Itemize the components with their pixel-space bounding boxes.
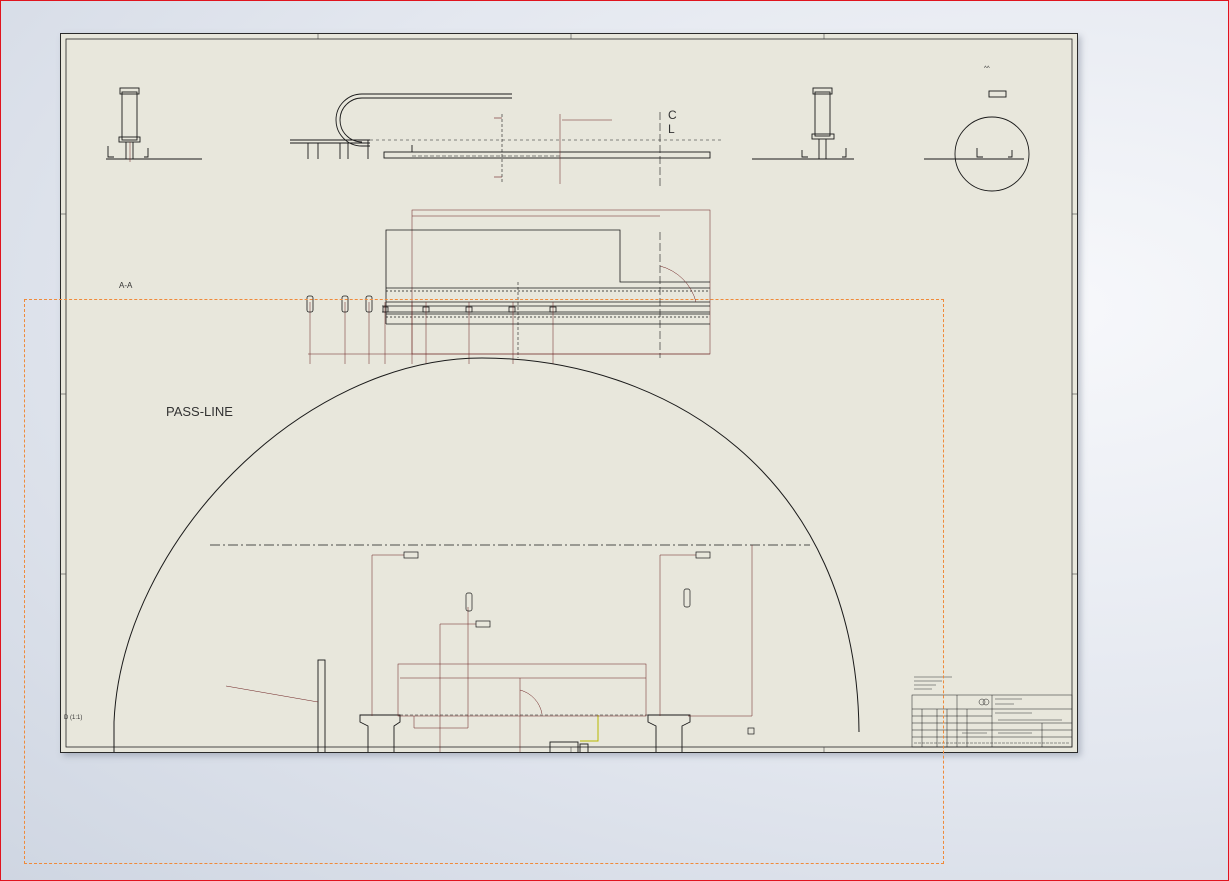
detail-view-circle	[924, 90, 1030, 192]
centerline-c-symbol: C	[668, 108, 677, 122]
plan-view	[308, 209, 711, 358]
cross-section-dimensions	[225, 545, 753, 752]
drawing-canvas[interactable]: C L ^^	[61, 34, 1077, 752]
cross-section-view	[317, 659, 691, 752]
plan-view-post-symbols	[306, 295, 373, 313]
pass-line-arc	[113, 357, 860, 752]
end-view-left	[106, 87, 202, 162]
title-block-fine-text	[914, 676, 1070, 744]
highlighted-edge	[580, 715, 599, 742]
selection-box[interactable]	[24, 299, 944, 864]
view-scale-label: D (1:1)	[64, 715, 82, 721]
pass-line-label: PASS-LINE	[166, 404, 233, 419]
sheet-inner-border	[65, 38, 1073, 748]
drawing-sheet[interactable]: C L ^^	[60, 33, 1078, 753]
title-block	[911, 694, 1073, 748]
zone-ticks	[61, 34, 1077, 752]
top-right-mark: ^^	[984, 66, 990, 72]
side-view-top	[290, 93, 722, 186]
section-label: A-A	[119, 281, 133, 290]
end-view-right	[752, 87, 854, 160]
centerline-l-symbol: L	[668, 122, 675, 136]
weld-symbols	[403, 551, 755, 735]
